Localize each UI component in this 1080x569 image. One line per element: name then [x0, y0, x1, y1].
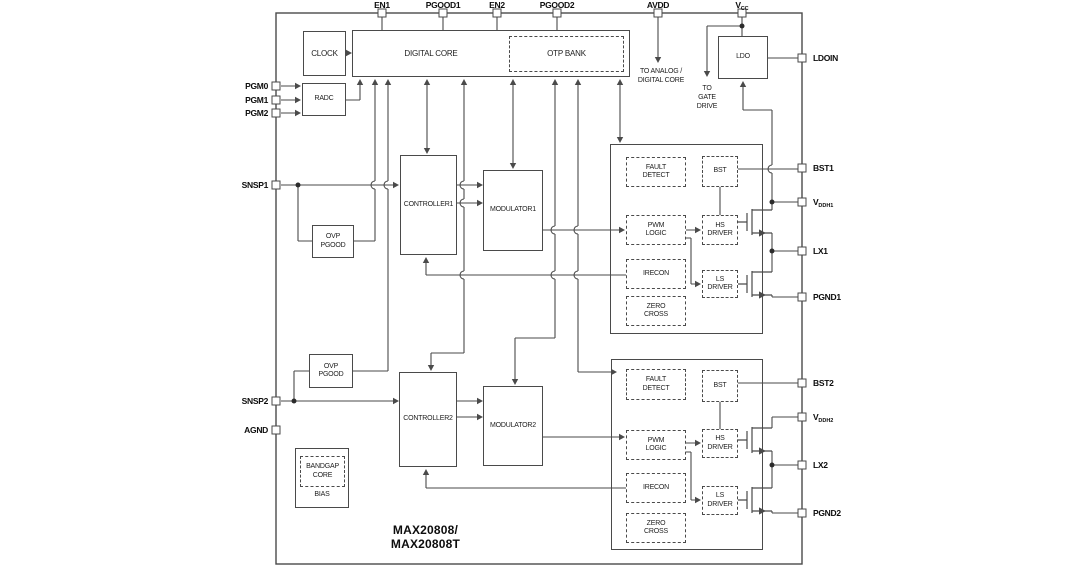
pin-pgood2-label: PGOOD2 [539, 0, 575, 10]
pin-pgm2 [271, 108, 281, 118]
pin-en2 [492, 8, 502, 18]
pin-vcc-label: VCC [735, 0, 749, 12]
pin-pgnd1 [797, 292, 807, 302]
pin-vddh1 [797, 197, 807, 207]
ldo-block: LDO [718, 36, 768, 79]
controller1-block: CONTROLLER1 [400, 155, 457, 255]
pin-bst2-label: BST2 [813, 378, 834, 388]
irecon1-block: IRECON [626, 259, 686, 289]
pin-snsp2 [271, 396, 281, 406]
pin-agnd-label: AGND [244, 425, 268, 435]
part-number-title: MAX20808/ MAX20808T [390, 523, 461, 551]
pin-pgm1-label: PGM1 [245, 95, 268, 105]
bst2-block: BST [702, 370, 738, 402]
gate-drive1-box [610, 144, 763, 334]
pin-en2-label: EN2 [489, 0, 505, 10]
pin-pgood1 [438, 8, 448, 18]
pin-avdd [653, 8, 663, 18]
pin-snsp1-label: SNSP1 [241, 180, 269, 190]
pin-pgm1 [271, 95, 281, 105]
radc-block: RADC [302, 83, 346, 116]
pin-ldoin [797, 53, 807, 63]
modulator1-block: MODULATOR1 [483, 170, 543, 251]
pin-vddh2-label: VDDH2 [813, 412, 834, 424]
pin-snsp1 [271, 180, 281, 190]
chip-boundary [275, 12, 803, 565]
to-analog-digital-core-note: TO ANALOG / DIGITAL CORE [637, 68, 685, 85]
pin-snsp2-label: SNSP2 [241, 396, 269, 406]
otp-bank-block: OTP BANK [509, 36, 624, 72]
pin-lx2 [797, 460, 807, 470]
pin-pgm0 [271, 81, 281, 91]
gate-drive2-box [611, 359, 763, 550]
clock-block: CLOCK [303, 31, 346, 76]
pin-lx1 [797, 246, 807, 256]
pin-lx2-label: LX2 [813, 460, 828, 470]
junction-dots [291, 23, 775, 468]
bst1-block: BST [702, 156, 738, 187]
modulator2-block: MODULATOR2 [483, 386, 543, 466]
pin-bst2 [797, 378, 807, 388]
to-gate-drive-note: TO GATE DRIVE [696, 85, 718, 111]
pin-bst1 [797, 163, 807, 173]
wire-hops [370, 164, 773, 280]
digital-core-block: DIGITAL CORE [352, 30, 630, 77]
pin-ldoin-label: LDOIN [813, 53, 838, 63]
pin-vddh2 [797, 412, 807, 422]
pin-pgood1-label: PGOOD1 [425, 0, 461, 10]
pin-vddh1-label: VDDH1 [813, 197, 834, 209]
bias-block [295, 448, 349, 508]
pin-pgm0-label: PGM0 [245, 81, 268, 91]
pin-bst1-label: BST1 [813, 163, 834, 173]
irecon2-block: IRECON [626, 473, 686, 503]
bias-label: BIAS [314, 491, 330, 498]
pin-pgnd2-label: PGND2 [813, 508, 841, 518]
pin-pgood2 [552, 8, 562, 18]
pin-pgm2-label: PGM2 [245, 108, 268, 118]
wires [281, 17, 798, 514]
pin-en1 [377, 8, 387, 18]
pin-pgnd2 [797, 508, 807, 518]
controller2-block: CONTROLLER2 [399, 372, 457, 467]
pin-lx1-label: LX1 [813, 246, 828, 256]
pin-vcc [737, 8, 747, 18]
pin-agnd [271, 425, 281, 435]
pin-pgnd1-label: PGND1 [813, 292, 841, 302]
pin-en1-label: EN1 [374, 0, 390, 10]
pin-avdd-label: AVDD [646, 0, 670, 10]
